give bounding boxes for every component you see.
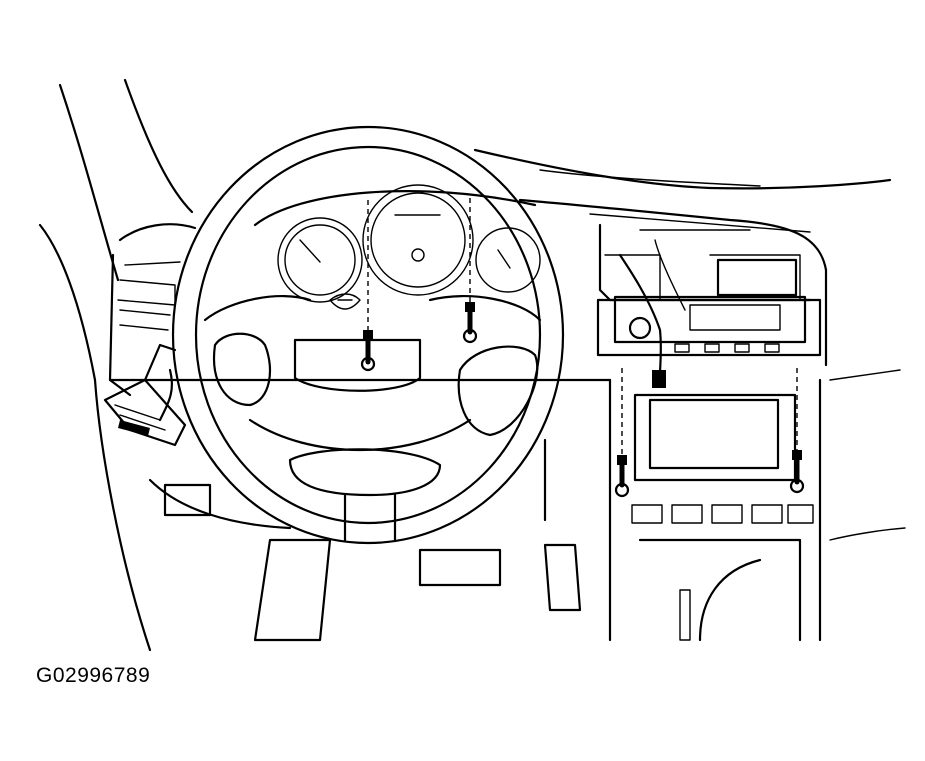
radio-unit bbox=[596, 223, 822, 388]
instrument-cluster bbox=[253, 184, 541, 303]
hvac-control bbox=[608, 378, 822, 642]
airbag-module bbox=[293, 338, 422, 392]
steering-wheel bbox=[171, 125, 565, 545]
airbag-screws bbox=[360, 198, 478, 372]
left-switch-assembly bbox=[103, 343, 187, 447]
mounting-screws bbox=[614, 368, 805, 498]
figure-id-label: G02996789 bbox=[36, 664, 151, 687]
passenger-dash bbox=[829, 369, 906, 541]
dashboard-outline bbox=[108, 198, 828, 530]
pedals bbox=[163, 483, 582, 642]
windshield-pillar bbox=[38, 78, 892, 652]
